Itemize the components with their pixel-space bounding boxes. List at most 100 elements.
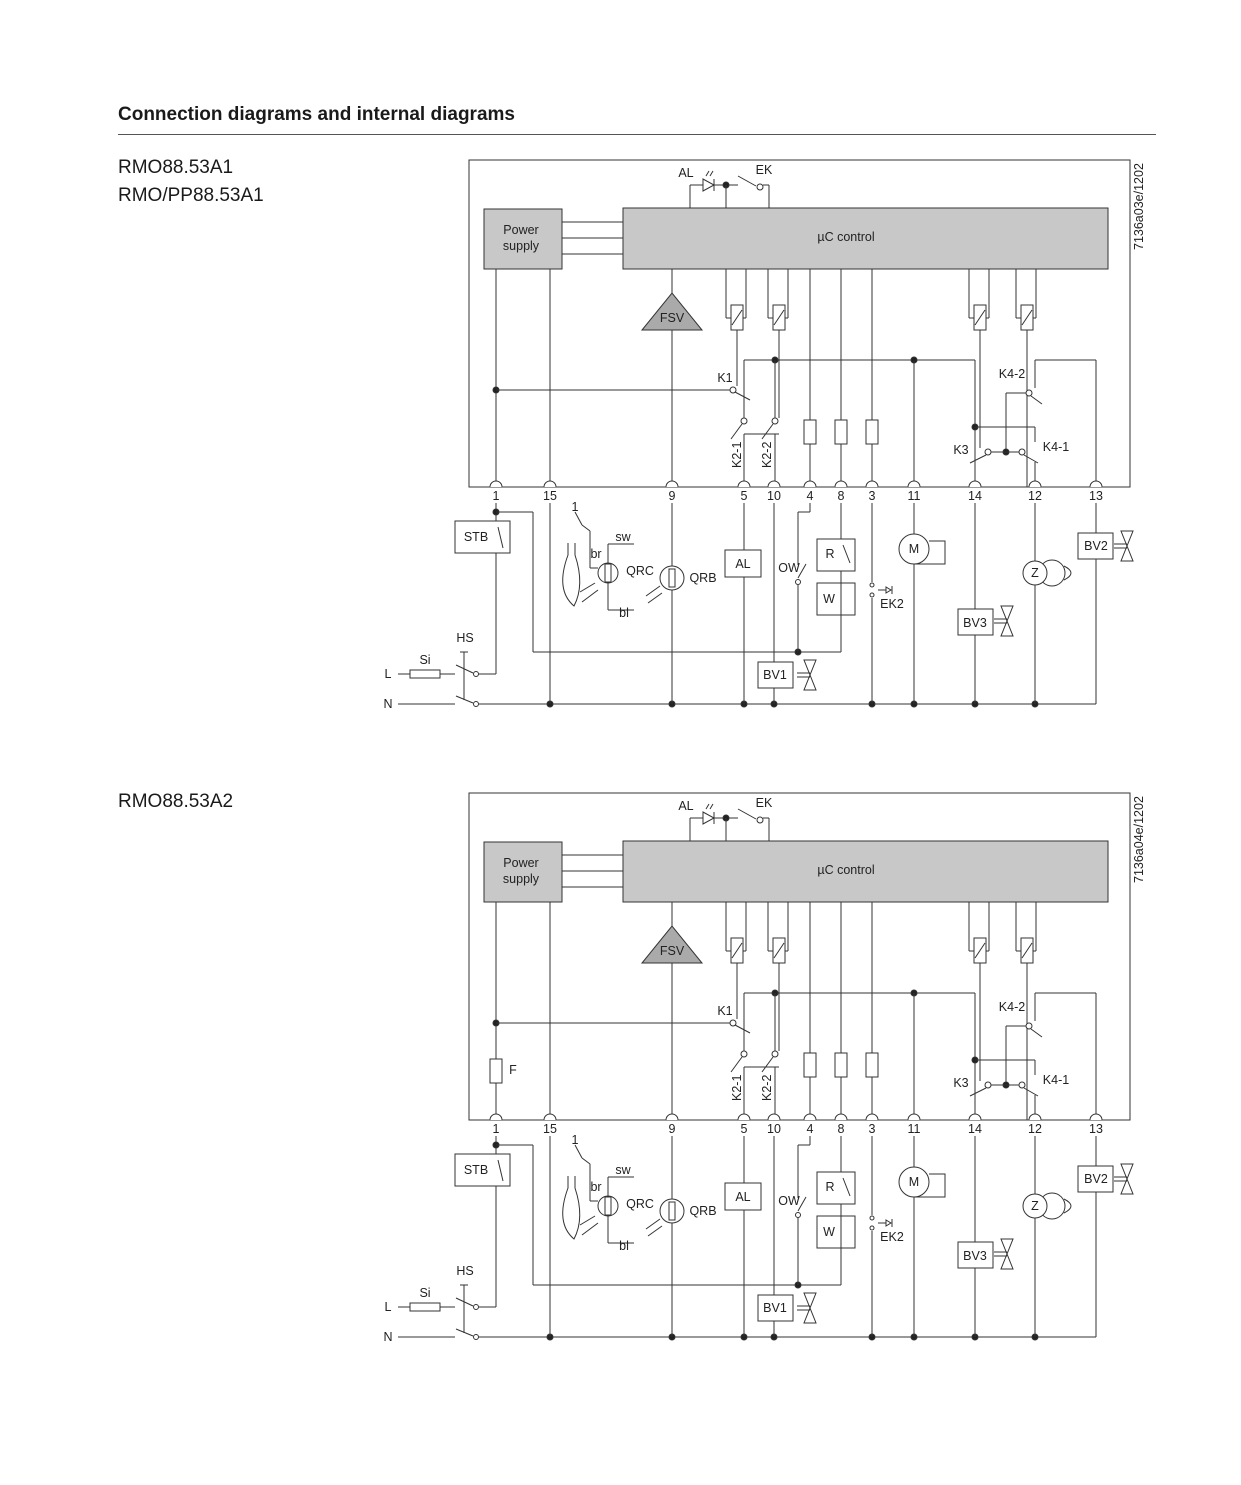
model-name: RMO/PP88.53A1 bbox=[118, 185, 264, 206]
valve-icon bbox=[1000, 605, 1014, 637]
k2-2-label: K2-2 bbox=[760, 1075, 774, 1101]
bv2-box bbox=[1077, 532, 1114, 560]
k3-label: K3 bbox=[953, 443, 968, 457]
al-box bbox=[724, 1182, 762, 1211]
contact-point bbox=[473, 1304, 479, 1310]
r-box bbox=[816, 1171, 856, 1205]
ow-switch-blade bbox=[797, 563, 807, 579]
bv3-box bbox=[957, 1241, 994, 1269]
k1-label: K1 bbox=[717, 1004, 732, 1018]
terminal-number: 10 bbox=[767, 489, 781, 503]
valve-icon bbox=[1000, 1238, 1014, 1270]
terminal-number: 4 bbox=[807, 1122, 814, 1136]
transformer-tip bbox=[1063, 565, 1072, 581]
qrb-label: QRB bbox=[689, 1204, 716, 1218]
qrc-label: QRC bbox=[626, 1197, 654, 1211]
si-label: Si bbox=[419, 653, 430, 667]
uc-control-block bbox=[622, 840, 1109, 903]
ignition-z-label: Z bbox=[1031, 1199, 1039, 1213]
fsv-triangle bbox=[640, 292, 704, 331]
bv1-label: BV1 bbox=[763, 1301, 787, 1315]
k1-switch-blade bbox=[734, 1024, 751, 1034]
terminal bbox=[968, 1113, 982, 1121]
title-divider bbox=[118, 134, 1156, 135]
ow-label: OW bbox=[778, 1194, 800, 1208]
resistor bbox=[865, 419, 879, 445]
terminal-number: 3 bbox=[869, 1122, 876, 1136]
k1-label: K1 bbox=[717, 371, 732, 385]
contact-point bbox=[984, 448, 992, 456]
wire bbox=[581, 1157, 591, 1165]
terminal bbox=[1089, 1113, 1103, 1121]
ow-label: OW bbox=[778, 561, 800, 575]
contact-point bbox=[869, 582, 875, 588]
device-housing bbox=[468, 792, 1131, 1121]
wire bbox=[731, 942, 743, 959]
led-icon bbox=[702, 811, 716, 825]
terminal-number: 3 bbox=[869, 489, 876, 503]
drawing-code: 7136a04e/1202 bbox=[1132, 796, 1146, 883]
w-box bbox=[816, 582, 856, 616]
arrow bbox=[574, 1144, 583, 1159]
terminal-number: 13 bbox=[1089, 489, 1103, 503]
diode-icon bbox=[885, 586, 892, 594]
qrc-cell bbox=[604, 1196, 612, 1216]
terminal-number: 1 bbox=[493, 489, 500, 503]
contact-point bbox=[729, 386, 737, 394]
wire bbox=[1021, 309, 1033, 326]
hs-switch-blade bbox=[455, 695, 474, 704]
qrb-cell bbox=[668, 1201, 676, 1221]
hs-label: HS bbox=[456, 1264, 473, 1278]
r-label: R bbox=[825, 1180, 834, 1194]
terminal-number: 8 bbox=[838, 489, 845, 503]
power-supply-label: Power bbox=[503, 223, 538, 237]
valve-icon bbox=[803, 659, 817, 691]
contact-point bbox=[869, 1225, 875, 1231]
terminal bbox=[737, 1113, 751, 1121]
bv3-label: BV3 bbox=[963, 616, 987, 630]
contact-point bbox=[473, 701, 479, 707]
motor-housing bbox=[914, 540, 946, 565]
contact-point bbox=[795, 1212, 801, 1218]
ek2-label: EK2 bbox=[880, 1230, 904, 1244]
k2-1-label: K2-1 bbox=[730, 442, 744, 468]
light-arrow bbox=[579, 1215, 596, 1226]
k2-1-switch-blade bbox=[730, 1056, 743, 1073]
sw-label: sw bbox=[615, 530, 631, 544]
terminal bbox=[737, 480, 751, 488]
qrc-label: QRC bbox=[626, 564, 654, 578]
power-supply-block bbox=[483, 208, 563, 270]
light-ray bbox=[705, 170, 710, 177]
contact-point bbox=[729, 1019, 737, 1027]
flame-icon bbox=[562, 1176, 581, 1240]
page-title: Connection diagrams and internal diagram… bbox=[118, 104, 515, 125]
k4-2-label: K4-2 bbox=[999, 367, 1025, 381]
qrc-cell bbox=[604, 563, 612, 583]
terminal bbox=[665, 480, 679, 488]
k1-switch-blade bbox=[734, 391, 751, 401]
fuse-si bbox=[409, 669, 441, 679]
k4-2-switch-blade bbox=[1030, 1028, 1043, 1038]
terminal-number: 8 bbox=[838, 1122, 845, 1136]
contact-point bbox=[756, 816, 764, 824]
bl-label: bl bbox=[619, 606, 629, 620]
resistor bbox=[803, 1052, 817, 1078]
contact-point bbox=[1018, 448, 1026, 456]
terminal bbox=[543, 480, 557, 488]
phase-l-label: L bbox=[385, 1300, 392, 1314]
light-arrow bbox=[645, 1218, 661, 1230]
k2-2-switch-blade bbox=[761, 423, 774, 440]
contact-point bbox=[795, 579, 801, 585]
contact-point bbox=[473, 1334, 479, 1340]
terminal-number: 5 bbox=[741, 489, 748, 503]
contact-point bbox=[473, 671, 479, 677]
terminal bbox=[834, 480, 848, 488]
terminal-number: 15 bbox=[543, 1122, 557, 1136]
alarm-label: AL bbox=[735, 1190, 750, 1204]
bv1-label: BV1 bbox=[763, 668, 787, 682]
contact-point bbox=[869, 592, 875, 598]
light-arrow bbox=[581, 589, 599, 603]
w-box bbox=[816, 1215, 856, 1249]
br-label: br bbox=[590, 1180, 601, 1194]
terminal-number: 10 bbox=[767, 1122, 781, 1136]
